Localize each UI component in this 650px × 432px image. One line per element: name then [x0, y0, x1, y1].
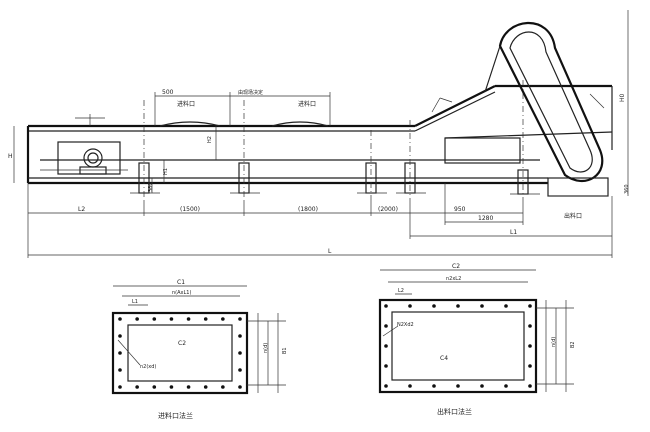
- bolt-hole: [456, 384, 460, 388]
- bolt-hole: [221, 385, 225, 389]
- dim-h1: H1: [163, 168, 169, 175]
- dim-l: L: [328, 248, 332, 255]
- bolt-hole: [384, 364, 388, 368]
- f2-side-b: B2: [570, 341, 576, 348]
- feed-port-label-1: 进料口: [177, 100, 195, 108]
- f1-caption: 进料口法兰: [158, 411, 193, 420]
- bolt-hole: [432, 384, 436, 388]
- bolt-hole: [203, 317, 208, 321]
- bolt-hole: [384, 324, 388, 328]
- bolt-hole: [456, 304, 460, 308]
- feed-port-label-2: 进料口: [298, 100, 316, 108]
- bolt-hole: [186, 317, 191, 321]
- discharge-port-label: 出料口: [564, 212, 582, 220]
- f1-nxl1: n(AxL1): [172, 290, 191, 296]
- f1-nxd: n2(xd): [140, 364, 156, 370]
- dim-1280: 1280: [478, 215, 493, 222]
- f2-caption: 出料口法兰: [437, 407, 472, 416]
- bolt-hole: [480, 384, 484, 388]
- bolt-hole: [169, 385, 174, 389]
- f2-nxl2: n2xL2: [446, 276, 461, 282]
- dim-2000: (2000): [378, 206, 398, 213]
- bolt-hole: [384, 304, 388, 308]
- dim-h2: H2: [207, 136, 213, 143]
- bolt-hole: [528, 324, 532, 328]
- f2-l2: L2: [398, 288, 404, 294]
- bolt-hole: [203, 385, 208, 389]
- dim-h0: H0: [619, 93, 626, 102]
- bolt-hole: [118, 385, 122, 389]
- dim-l2: L2: [78, 206, 85, 213]
- bolt-hole: [528, 364, 532, 368]
- dim-950: 950: [454, 206, 466, 213]
- bolt-hole: [118, 368, 122, 372]
- bolt-hole: [384, 344, 388, 348]
- discharge-head: [484, 21, 609, 197]
- bolt-hole: [432, 304, 436, 308]
- bolt-hole: [238, 351, 242, 355]
- f2-n2d2: N2Xd2: [397, 322, 414, 328]
- dim-1500: (1500): [180, 206, 200, 213]
- bolt-hole: [135, 317, 139, 321]
- feed-flange-bolts: [118, 317, 242, 389]
- f1-side-a: n(d): [263, 343, 269, 353]
- bolt-hole: [480, 304, 484, 308]
- bolt-hole: [504, 304, 508, 308]
- bolt-hole: [384, 384, 388, 388]
- bolt-hole: [221, 317, 225, 321]
- bolt-hole: [169, 317, 174, 321]
- bolt-hole: [238, 368, 242, 372]
- dim-360: 360: [624, 184, 630, 194]
- dim-top-mid: 由现场决定: [238, 89, 263, 96]
- dim-500: 500: [162, 89, 174, 96]
- bolt-hole: [135, 385, 139, 389]
- conveyor-elevation: [26, 80, 613, 200]
- bolt-hole: [408, 384, 412, 388]
- drive-motor: [40, 141, 128, 175]
- bolt-hole: [528, 384, 532, 388]
- bolt-hole: [528, 344, 532, 348]
- bolt-hole: [238, 385, 242, 389]
- bolt-hole: [504, 384, 508, 388]
- f2-side-a: n(d): [551, 337, 557, 347]
- discharge-port-flange: C2 n2xL2 L2 N2Xd2 C4 n(d) B2 出料口法兰: [378, 263, 576, 416]
- dimensions: 500 进料口 由现场决定 进料口 H H2 H1 380 H0 360 L2 …: [8, 10, 630, 258]
- discharge-flange-bolts: [384, 304, 532, 388]
- f1-l1: L1: [132, 299, 138, 305]
- f2-c2: C2: [452, 263, 460, 270]
- bolt-hole: [408, 304, 412, 308]
- dim-1800: (1800): [298, 206, 318, 213]
- f2-c4: C4: [440, 355, 448, 362]
- bolt-hole: [152, 317, 157, 321]
- bolt-hole: [238, 334, 242, 338]
- feed-port-flange: C1 n(AxL1) L1 C2 n2(xd) n(d) B1 进料口法兰: [111, 279, 288, 420]
- bolt-hole: [118, 317, 122, 321]
- bolt-hole: [118, 334, 122, 338]
- f1-side-b: B1: [282, 347, 288, 354]
- f1-c2: C2: [178, 340, 186, 347]
- f1-c1: C1: [177, 279, 185, 286]
- bolt-hole: [118, 351, 122, 355]
- feed-port-covers: [75, 114, 329, 127]
- bolt-hole: [152, 385, 157, 389]
- bolt-hole: [528, 304, 532, 308]
- dim-h: H: [8, 153, 13, 160]
- bolt-hole: [238, 317, 242, 321]
- dim-l1: L1: [510, 229, 517, 236]
- dim-380: 380: [148, 182, 154, 192]
- bolt-hole: [186, 385, 191, 389]
